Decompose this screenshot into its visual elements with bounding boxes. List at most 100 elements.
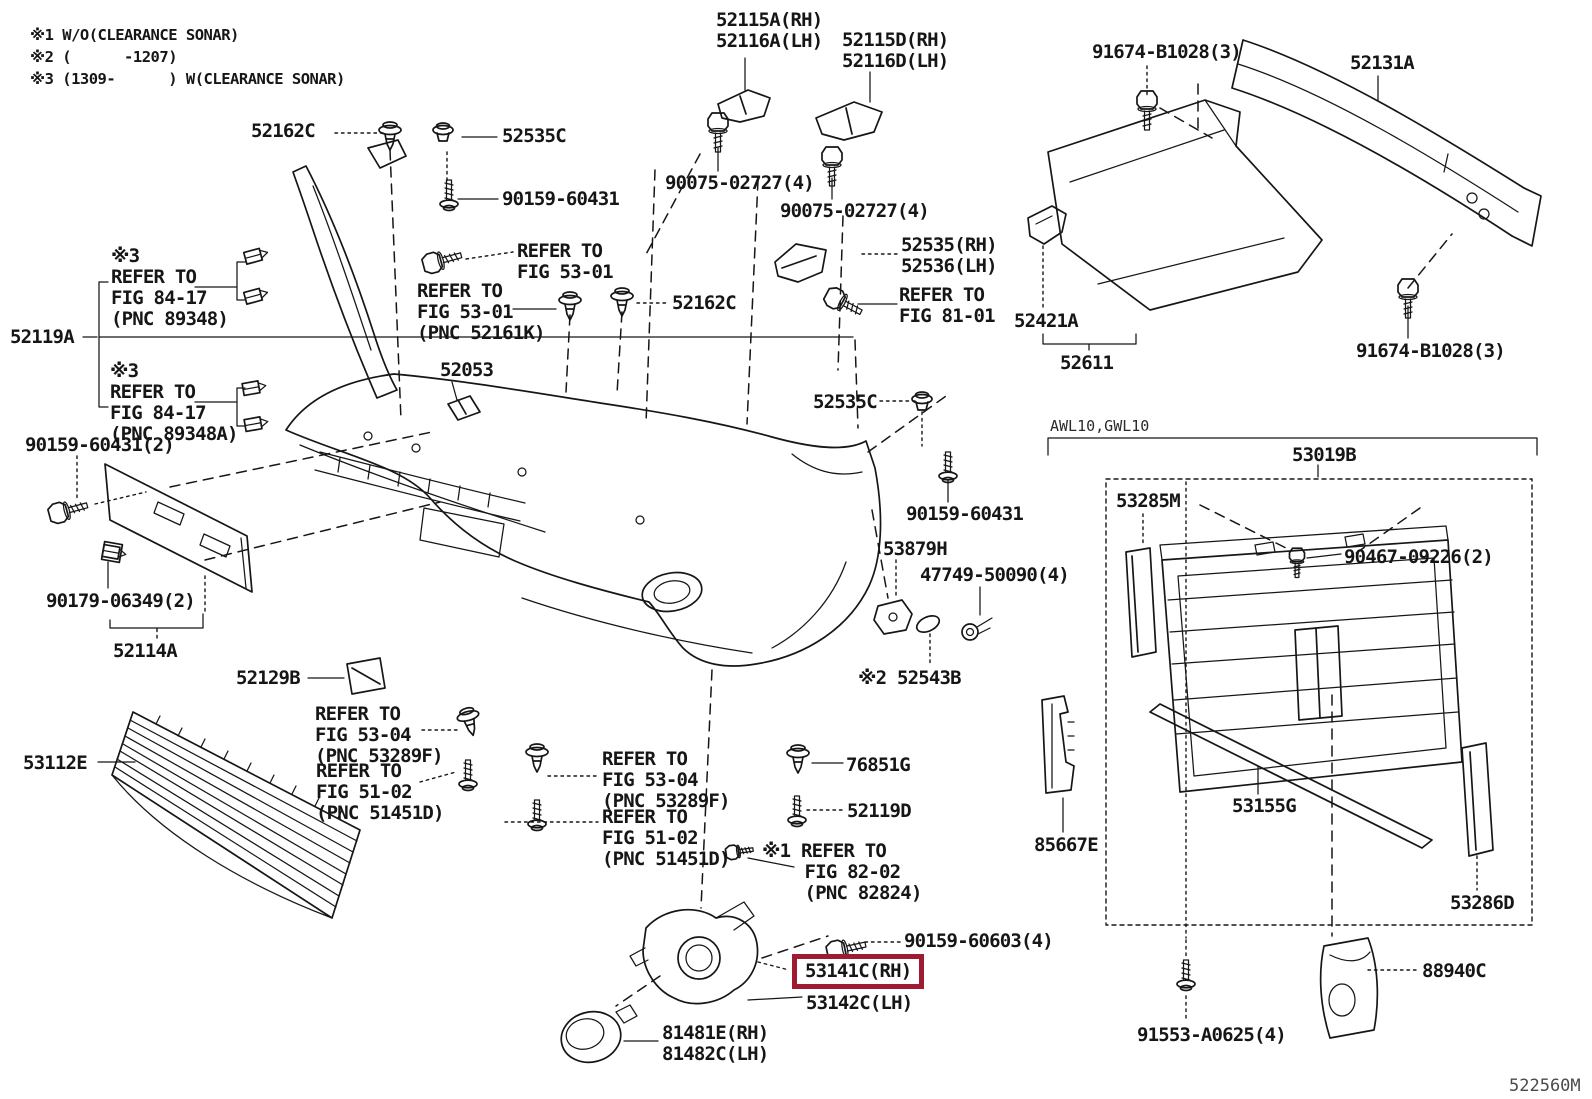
part-label-line: (PNC 89348A) xyxy=(110,423,238,445)
part-label-line: ※3 (1309- ) W(CLEARANCE SONAR) xyxy=(30,70,345,88)
part-label-line: ※2 ( -1207) xyxy=(30,48,178,66)
part-label-line: 52162C xyxy=(251,120,316,142)
part-label-line: FIG 53-04 xyxy=(315,724,412,746)
lower-grille-drawing xyxy=(112,712,360,918)
part-label-line: REFER TO xyxy=(316,760,402,782)
part-label-line: 90075-02727(4) xyxy=(665,172,815,194)
part-label-53019b: 53019B xyxy=(1292,445,1357,466)
part-label-awl10: AWL10,GWL10 xyxy=(1050,417,1149,435)
fog-lamp-bezel-drawing xyxy=(556,1005,637,1069)
part-label-line: REFER TO xyxy=(417,280,503,302)
part-label-line: 52611 xyxy=(1060,352,1114,374)
part-label-52053: 52053 xyxy=(440,360,494,381)
part-label-line: 52162C xyxy=(672,292,737,314)
part-label-52115a: 52115A(RH)52116A(LH) xyxy=(716,10,823,52)
part-label-line: 90467-09226(2) xyxy=(1344,546,1494,568)
part-label-line: (PNC 52161K) xyxy=(417,322,545,344)
part-label-line: 53142C(LH) xyxy=(806,992,913,1014)
part-label-line: 53286D xyxy=(1450,892,1515,914)
part-label-line: REFER TO xyxy=(602,806,688,828)
part-label-line: 90159-60431 xyxy=(906,503,1024,525)
part-label-note-1: ※1 W/O(CLEARANCE SONAR) xyxy=(30,24,239,46)
part-label-line: 90159-60603(4) xyxy=(904,930,1054,952)
part-label-line: 90159-60431(2) xyxy=(25,434,175,456)
part-label-line: 52119D xyxy=(847,800,912,822)
fog-lamp-bracket-drawing xyxy=(630,902,758,1004)
part-label-line: FIG 53-01 xyxy=(417,301,514,323)
part-label-53879h: 53879H xyxy=(883,539,948,560)
part-label-line: 52129B xyxy=(236,667,301,689)
bumper-reinforcement-drawing xyxy=(1232,40,1541,246)
part-label-90467: 90467-09226(2) xyxy=(1344,546,1494,568)
part-label-line: 88940C xyxy=(1422,960,1487,982)
part-label-53155g: 53155G xyxy=(1232,795,1297,817)
part-label-fig8202: ※1 REFER TO FIG 82-02 (PNC 82824) xyxy=(762,841,922,904)
part-label-91674-bot: 91674-B1028(3) xyxy=(1356,341,1506,362)
part-label-line: ※1 W/O(CLEARANCE SONAR) xyxy=(30,26,239,44)
part-label-90159-60431-left: 90159-60431(2) xyxy=(25,434,175,456)
shutter-actuator-drawing xyxy=(1295,626,1342,720)
part-label-76851g: 76851G xyxy=(846,755,911,776)
part-label-line: 52535(RH) xyxy=(901,234,998,256)
sensor-53879h-drawing xyxy=(874,600,912,634)
part-label-line: REFER TO xyxy=(602,748,688,770)
part-label-88940c: 88940C xyxy=(1422,960,1487,982)
part-label-line: 52119A xyxy=(10,326,75,348)
part-label-line: 52536(LH) xyxy=(901,255,998,277)
part-label-line: FIG 82-02 xyxy=(762,861,902,883)
part-label-line: 91674-B1028(3) xyxy=(1092,41,1242,63)
part-label-line: 53155G xyxy=(1232,795,1297,817)
part-label-line: 52114A xyxy=(113,640,178,662)
part-label-line: 90075-02727(4) xyxy=(780,200,930,222)
part-label-line: 91553-A0625(4) xyxy=(1137,1024,1287,1046)
radiator-shutter-assembly-drawing xyxy=(1160,526,1462,792)
part-label-note-3: ※3 (1309- ) W(CLEARANCE SONAR) xyxy=(30,68,345,90)
part-label-line: FIG 84-17 xyxy=(110,402,207,424)
part-label-line: REFER TO xyxy=(111,266,197,288)
part-label-52115d: 52115D(RH)52116D(LH) xyxy=(842,30,949,72)
part-label-47749: 47749-50090(4) xyxy=(920,564,1070,586)
part-label-line: 53112E xyxy=(23,752,88,774)
bracket-85667e-drawing xyxy=(1042,696,1074,793)
part-label-90159-60431-right: 90159-60431 xyxy=(906,503,1024,525)
part-label-52129b: 52129B xyxy=(236,667,301,689)
side-seal-left-53285m-drawing xyxy=(1126,548,1156,657)
cover-52129b-drawing xyxy=(347,658,385,694)
part-label-line: (PNC 51451D) xyxy=(602,848,730,870)
part-label-90075-1: 90075-02727(4) xyxy=(665,172,815,194)
part-label-line: (PNC 53289F) xyxy=(315,745,443,767)
stay-52535rh-drawing xyxy=(775,244,826,282)
part-label-line: FIG 81-01 xyxy=(899,305,996,327)
part-label-line: FIG 51-02 xyxy=(602,827,699,849)
part-label-90159-60431-top: 90159-60431 xyxy=(502,189,620,210)
part-label-line: 522560M xyxy=(1509,1076,1581,1096)
side-seal-right-53286d-drawing xyxy=(1462,743,1493,856)
part-label-53112e: 53112E xyxy=(23,752,88,774)
part-label-line: 53141C(RH) xyxy=(805,960,912,982)
bracket-52053-drawing xyxy=(448,396,480,420)
part-label-line: REFER TO xyxy=(110,381,196,403)
part-label-line: REFER TO xyxy=(899,284,985,306)
part-label-53142c: 53142C(LH) xyxy=(806,992,913,1014)
bracket-52421a-drawing xyxy=(1028,206,1066,244)
part-label-91674-top: 91674-B1028(3) xyxy=(1092,41,1242,63)
part-label-line: (PNC 82824) xyxy=(762,882,923,904)
part-label-line: 52535C xyxy=(813,391,878,413)
part-label-90075-2: 90075-02727(4) xyxy=(780,200,930,222)
part-label-line: 52535C xyxy=(502,125,567,147)
part-label-line: 81482C(LH) xyxy=(662,1043,769,1065)
part-label-52543b: ※2 52543B xyxy=(858,668,962,689)
license-plate-bracket-drawing xyxy=(102,464,252,592)
dotted-leader-lines xyxy=(77,66,1477,1022)
part-label-line: 47749-50090(4) xyxy=(920,564,1070,586)
part-label-52162c-2: 52162C xyxy=(672,292,737,314)
part-label-52421a: 52421A xyxy=(1014,311,1079,332)
lower-bar-53155g-drawing xyxy=(1150,704,1432,848)
